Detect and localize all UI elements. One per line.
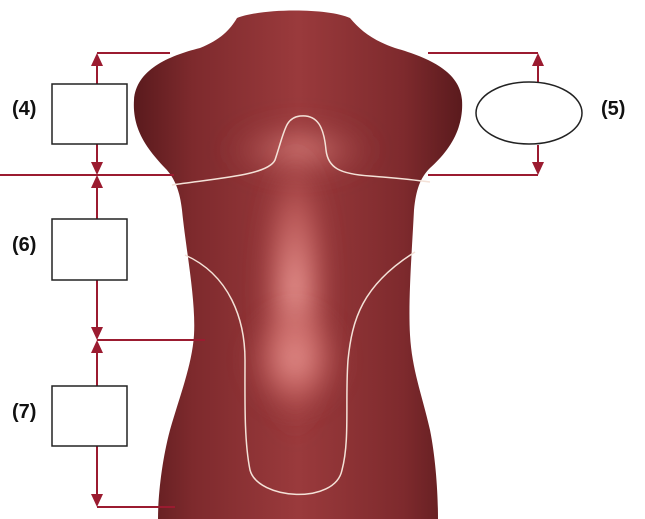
label-6: (6)	[12, 234, 36, 257]
arrow-7-down	[91, 494, 103, 507]
arrow-4-down	[91, 162, 103, 175]
arrow-5-down	[532, 162, 544, 175]
box-7	[52, 386, 127, 446]
ellipse-5	[476, 82, 582, 144]
lower-back-highlight	[240, 300, 350, 420]
label-7: (7)	[12, 401, 36, 424]
arrow-7-up	[91, 340, 103, 353]
box-6	[52, 219, 127, 280]
arrow-6-up	[91, 175, 103, 188]
box-4	[52, 84, 127, 144]
label-5: (5)	[601, 98, 625, 121]
arrow-4-up	[91, 53, 103, 66]
arrow-6-down	[91, 327, 103, 340]
arrow-5-up	[532, 53, 544, 66]
label-4: (4)	[12, 98, 36, 121]
